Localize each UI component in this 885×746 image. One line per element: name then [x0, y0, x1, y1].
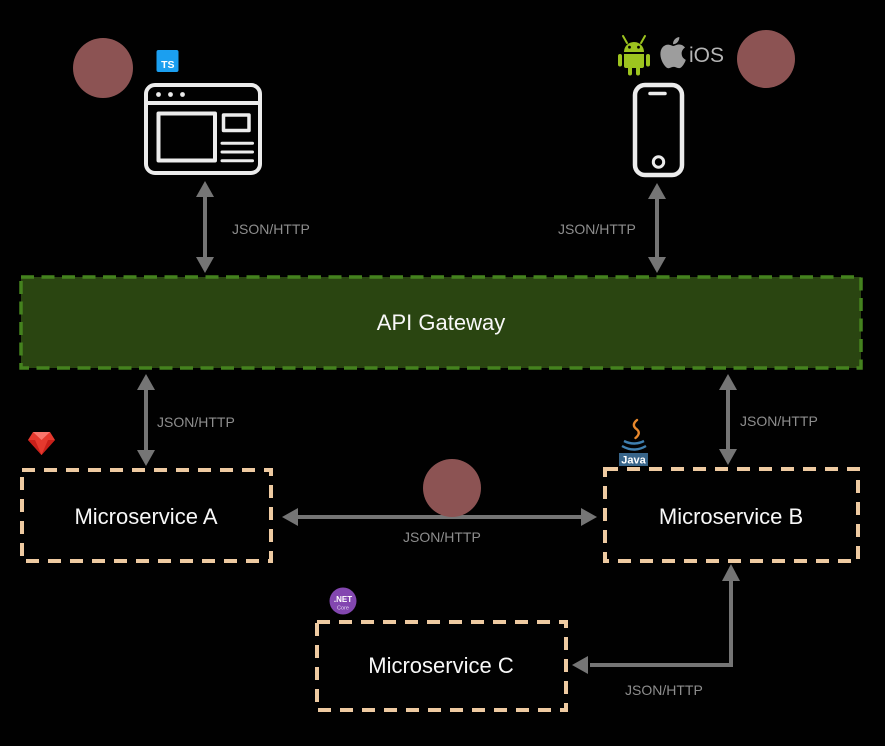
arrow-browser-gateway	[196, 181, 214, 273]
microservice-c-box	[315, 620, 568, 712]
decor-circle-top-right	[737, 30, 795, 88]
connection-label-gateway-a: JSON/HTTP	[157, 414, 235, 430]
decor-circle-middle	[423, 459, 481, 517]
ruby-gem-icon	[28, 432, 55, 455]
java-icon: Java	[619, 418, 648, 467]
dotnet-core-icon: .NET Core	[329, 587, 357, 615]
smartphone-icon	[632, 82, 685, 178]
connection-label-b-c: JSON/HTTP	[625, 682, 703, 698]
api-gateway-title: API Gateway	[377, 310, 505, 335]
connection-label-browser-gateway: JSON/HTTP	[232, 221, 310, 237]
microservice-a-box	[20, 468, 273, 563]
ios-label: iOS	[689, 44, 724, 67]
arrow-gateway-service-a	[137, 374, 155, 466]
arrow-service-a-service-b	[282, 508, 597, 526]
arrow-service-b-service-c	[572, 564, 740, 674]
java-icon-label: Java	[621, 455, 646, 467]
apple-icon	[660, 37, 686, 69]
connection-label-mobile-gateway: JSON/HTTP	[558, 221, 636, 237]
typescript-icon: TS	[156, 50, 179, 72]
dotnet-icon-sublabel: Core	[337, 606, 349, 612]
dotnet-icon-label: .NET	[334, 595, 352, 604]
microservice-c-title: Microservice C	[368, 653, 514, 678]
microservice-a-title: Microservice A	[74, 504, 217, 529]
connection-label-a-b: JSON/HTTP	[403, 529, 481, 545]
arrow-gateway-service-b	[719, 374, 737, 465]
decor-circle-top-left	[73, 38, 133, 98]
api-gateway-box	[19, 275, 863, 370]
arrow-mobile-gateway	[648, 183, 666, 273]
microservice-b-box	[603, 467, 860, 563]
browser-window-icon	[144, 83, 262, 175]
microservice-b-title: Microservice B	[659, 504, 803, 529]
android-icon	[618, 35, 650, 76]
typescript-icon-label: TS	[161, 59, 174, 71]
connection-label-gateway-b: JSON/HTTP	[740, 413, 818, 429]
